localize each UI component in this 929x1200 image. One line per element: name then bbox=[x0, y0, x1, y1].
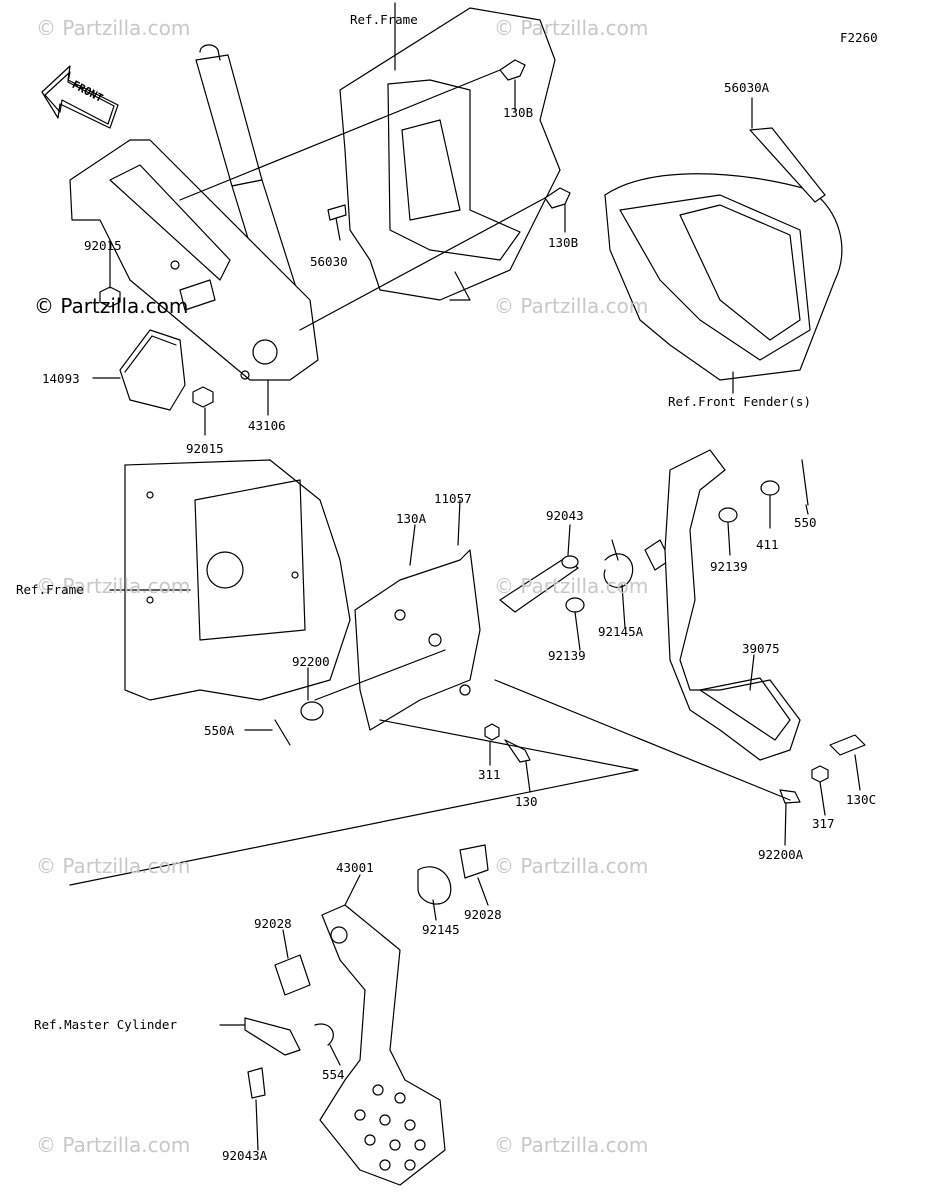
pedal-pad-holes-icon bbox=[354, 1084, 426, 1171]
part-label-130a: 130A bbox=[396, 511, 427, 526]
part-label-92015: 92015 bbox=[84, 238, 122, 253]
front-fender-icon bbox=[604, 127, 843, 381]
part-label-92145a: 92145A bbox=[598, 624, 644, 639]
part-label-311: 311 bbox=[478, 767, 501, 782]
assembly-leader-lines-icon bbox=[69, 649, 791, 886]
part-label-39075: 39075 bbox=[742, 641, 780, 656]
part-label-550: 550 bbox=[794, 515, 817, 530]
part-label-92139: 92139 bbox=[548, 648, 586, 663]
part-label-92015: 92015 bbox=[186, 441, 224, 456]
washer-411-icon bbox=[760, 480, 780, 496]
part-label-130b: 130B bbox=[503, 105, 534, 120]
part-label-550a: 550A bbox=[204, 723, 235, 738]
part-label-92028: 92028 bbox=[254, 916, 292, 931]
watermark: © Partzilla.com bbox=[36, 1133, 191, 1157]
watermark: © Partzilla.com bbox=[494, 16, 649, 40]
shaft-92043-icon bbox=[499, 555, 579, 613]
clip-56030-icon bbox=[327, 204, 347, 221]
part-label-92028: 92028 bbox=[464, 907, 502, 922]
part-label-317: 317 bbox=[812, 816, 835, 831]
washer-92200-icon bbox=[300, 701, 324, 721]
part-label-43001: 43001 bbox=[336, 860, 374, 875]
bolt-130-icon bbox=[504, 739, 531, 763]
watermark: © Partzilla.com bbox=[494, 854, 649, 878]
part-label-56030: 56030 bbox=[310, 254, 348, 269]
handle-grip-icon bbox=[119, 329, 186, 411]
ref-label-master-cylinder: Ref.Master Cylinder bbox=[34, 1017, 177, 1032]
part-label-411: 411 bbox=[756, 537, 779, 552]
part-label-43106: 43106 bbox=[248, 418, 286, 433]
clip-554-icon bbox=[314, 1023, 334, 1046]
part-label-92139: 92139 bbox=[710, 559, 748, 574]
pedal-bracket-icon bbox=[354, 549, 481, 731]
nut-317-icon bbox=[811, 765, 829, 783]
pin-550a-icon bbox=[274, 719, 291, 746]
spring-92145a-icon bbox=[603, 539, 634, 588]
ref-label-frame-top: Ref.Frame bbox=[350, 12, 418, 27]
part-label-130: 130 bbox=[515, 794, 538, 809]
part-label-92200: 92200 bbox=[292, 654, 330, 669]
bushing-92139-icon bbox=[565, 507, 738, 613]
front-arrow-icon bbox=[41, 65, 119, 129]
part-label-554: 554 bbox=[322, 1067, 345, 1082]
part-label-11057: 11057 bbox=[434, 491, 472, 506]
brake-pedal-icon bbox=[319, 904, 446, 1186]
pin-92043a-icon bbox=[247, 1067, 266, 1099]
ref-label-front-fenders: Ref.Front Fender(s) bbox=[668, 394, 811, 409]
watermark: © Partzilla.com bbox=[494, 574, 649, 598]
watermark: © Partzilla.com bbox=[36, 574, 191, 598]
bolt-130c-icon bbox=[829, 734, 866, 756]
part-label-14093: 14093 bbox=[42, 371, 80, 386]
lower-frame-icon bbox=[124, 459, 351, 701]
bolt-130b-icon bbox=[179, 59, 571, 331]
part-label-56030a: 56030A bbox=[724, 80, 770, 95]
bushing-92028-icon bbox=[274, 844, 489, 996]
watermark: © Partzilla.com bbox=[494, 294, 649, 318]
leader-lines-icon bbox=[92, 79, 861, 1151]
part-label-130c: 130C bbox=[846, 792, 877, 807]
watermark: © Partzilla.com bbox=[36, 854, 191, 878]
clevis-icon bbox=[244, 1017, 301, 1056]
washer-92200a-icon bbox=[779, 789, 801, 804]
watermark: © Partzilla.com bbox=[494, 1133, 649, 1157]
watermark: © Partzilla.com bbox=[36, 16, 191, 40]
hand-brake-lever-icon bbox=[69, 44, 319, 381]
part-label-92043a: 92043A bbox=[222, 1148, 268, 1163]
nut-92015-icon bbox=[99, 286, 214, 408]
accelerator-pedal-icon bbox=[664, 449, 801, 761]
part-label-92145: 92145 bbox=[422, 922, 460, 937]
part-label-92200a: 92200A bbox=[758, 847, 804, 862]
part-label-130b: 130B bbox=[548, 235, 579, 250]
figure-code: F2260 bbox=[840, 30, 878, 45]
nut-311-icon bbox=[484, 723, 500, 741]
pin-550-icon bbox=[801, 459, 809, 506]
spring-92145-icon bbox=[417, 866, 452, 905]
part-label-92043: 92043 bbox=[546, 508, 584, 523]
watermark-dark: © Partzilla.com bbox=[34, 294, 189, 318]
upper-frame-icon bbox=[339, 2, 561, 301]
ref-label-frame-left: Ref.Frame bbox=[16, 582, 84, 597]
